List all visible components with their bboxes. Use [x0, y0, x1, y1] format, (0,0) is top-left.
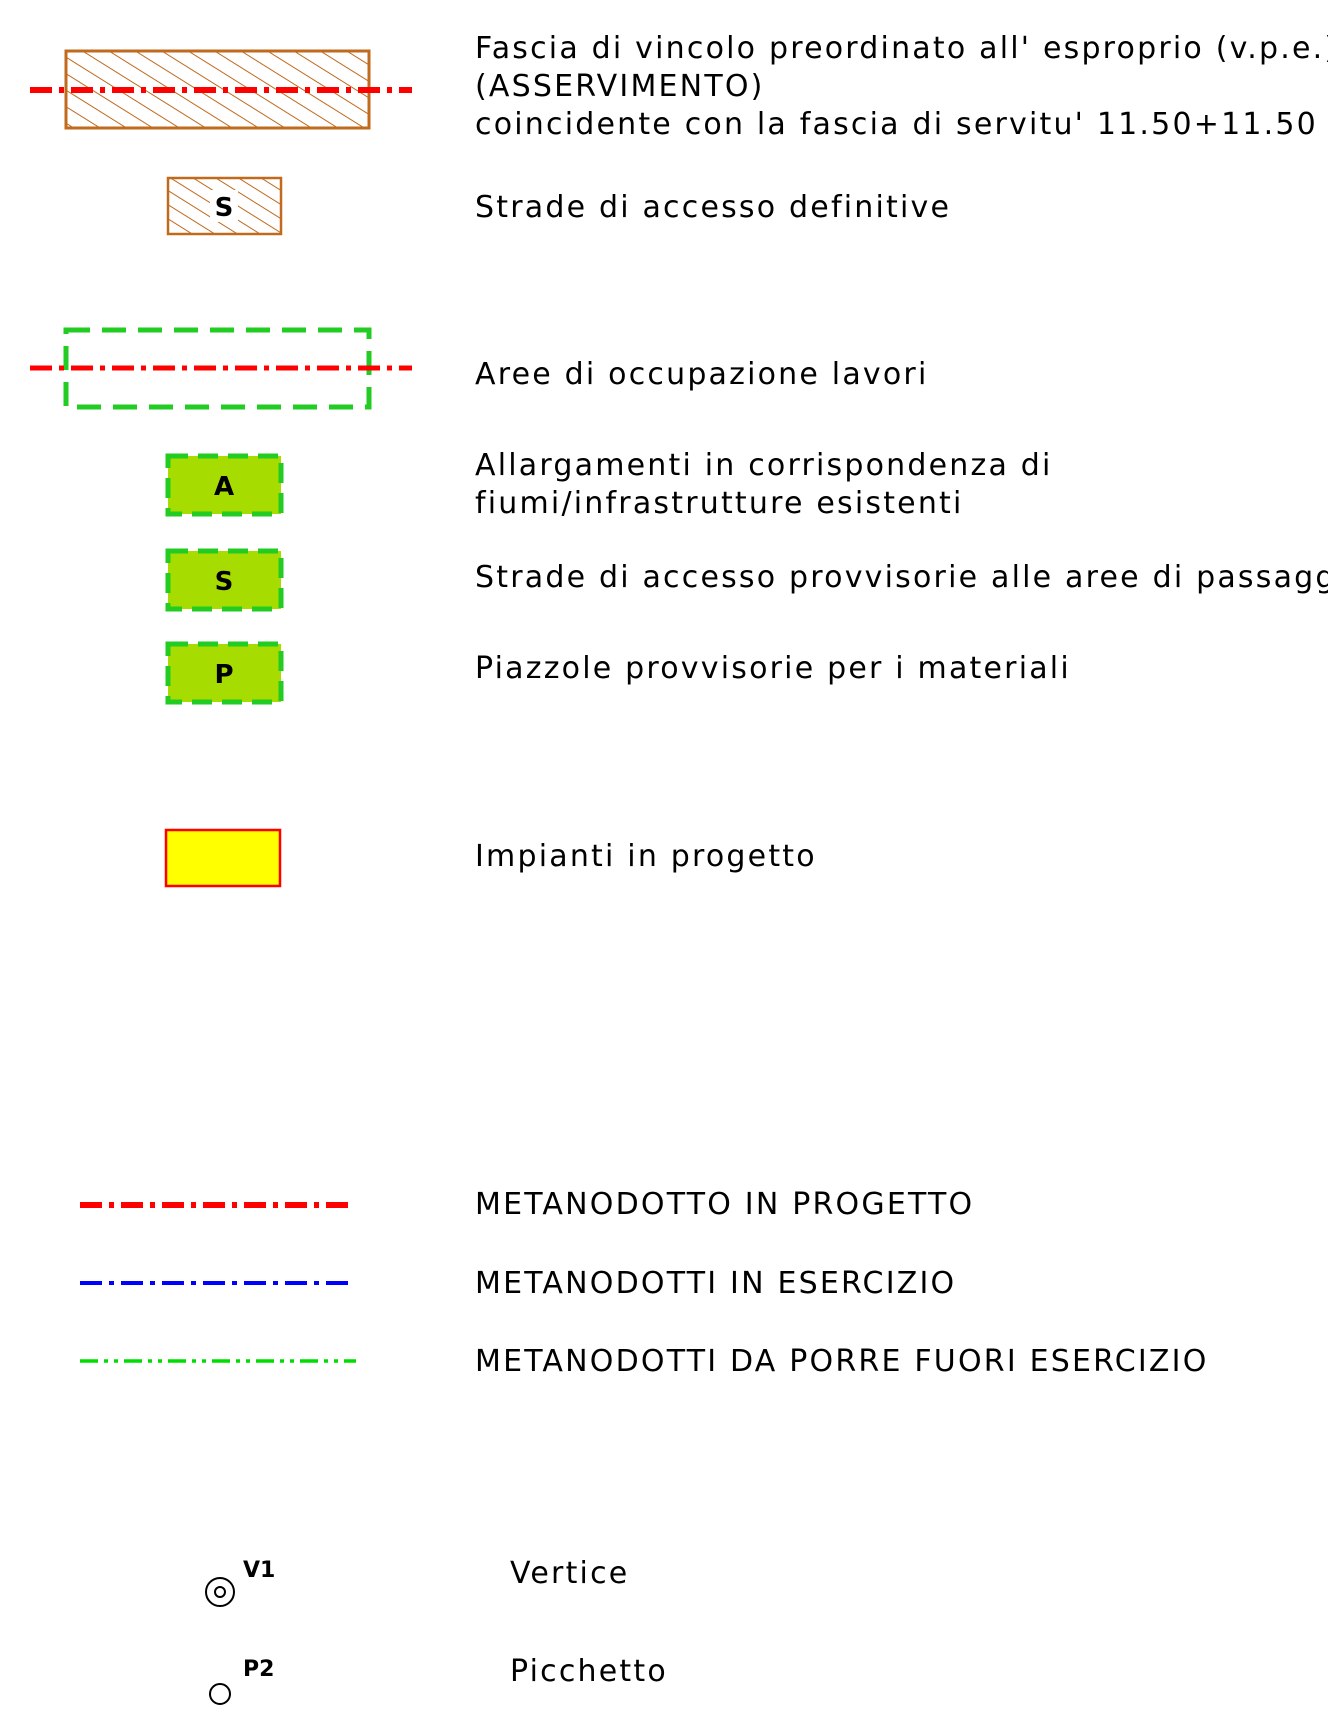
allargamenti-line-1: Allargamenti in corrispondenza di — [475, 448, 1053, 483]
impianti-symbol — [164, 828, 282, 888]
metanodotti-esercizio-text: METANODOTTI IN ESERCIZIO — [475, 1266, 957, 1301]
metanodotto-progetto-text: METANODOTTO IN PROGETTO — [475, 1187, 975, 1222]
vpe-description: Fascia di vincolo preordinato all' espro… — [475, 30, 1328, 144]
vpe-line-3: coincidente con la fascia di servitu' 11… — [475, 107, 1318, 142]
aree-occupazione-text: Aree di occupazione lavori — [475, 357, 929, 392]
metanodotto-progetto-line — [80, 1202, 352, 1208]
vertice-tag: V1 — [243, 1558, 275, 1583]
picchetto-circle-icon — [209, 1683, 231, 1705]
piazzole-label: P — [214, 660, 233, 690]
allargamenti-label: A — [214, 472, 234, 502]
strade-definitive-label: S — [215, 193, 234, 223]
vpe-band-symbol — [30, 49, 412, 130]
impianti-text: Impianti in progetto — [475, 839, 817, 874]
strade-definitive-text: Strade di accesso definitive — [475, 190, 952, 225]
picchetto-text: Picchetto — [510, 1654, 668, 1689]
vpe-line-1: Fascia di vincolo preordinato all' espro… — [475, 31, 1328, 66]
metanodotti-fuori-text: METANODOTTI DA PORRE FUORI ESERCIZIO — [475, 1344, 1209, 1379]
allargamenti-symbol: A — [165, 453, 284, 517]
picchetto-tag: P2 — [243, 1657, 274, 1682]
picchetto-symbol: P2 — [209, 1657, 274, 1705]
allargamenti-line-2: fiumi/infrastrutture esistenti — [475, 486, 964, 521]
piazzole-text: Piazzole provvisorie per i materiali — [475, 651, 1071, 686]
aree-occupazione-symbol — [30, 327, 412, 410]
vertice-text: Vertice — [510, 1556, 630, 1591]
metanodotti-fuori-line — [80, 1359, 356, 1363]
vertice-circle-icon — [205, 1577, 235, 1607]
piazzole-symbol: P — [165, 641, 284, 705]
strade-provvisorie-label: S — [215, 567, 234, 597]
allargamenti-text: Allargamenti in corrispondenza di fiumi/… — [475, 447, 1053, 523]
strade-provvisorie-symbol: S — [165, 548, 284, 612]
vpe-line-2: (ASSERVIMENTO) — [475, 69, 765, 104]
strade-definitive-symbol: S — [166, 176, 283, 236]
vertice-symbol: V1 — [205, 1558, 275, 1607]
metanodotti-esercizio-line — [80, 1281, 352, 1285]
strade-provvisorie-text: Strade di accesso provvisorie alle aree … — [475, 560, 1328, 595]
